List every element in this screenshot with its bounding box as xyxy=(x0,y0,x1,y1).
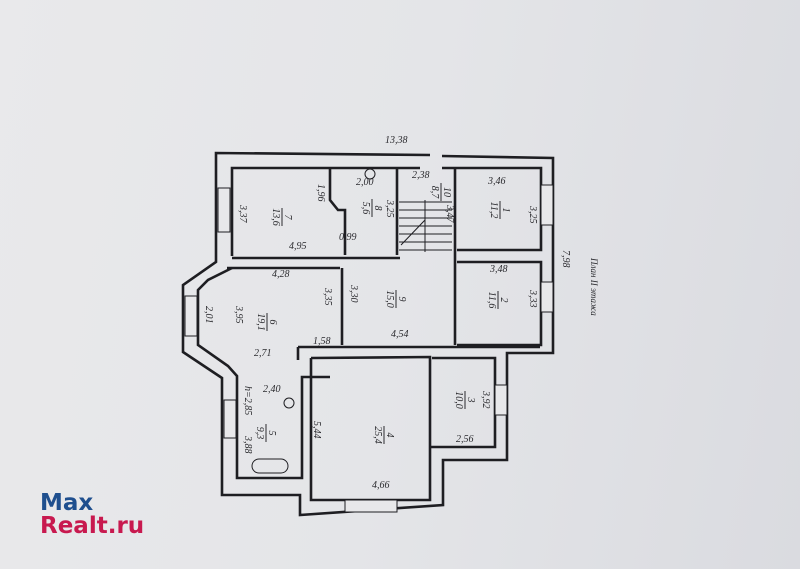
dimension: 5,44 xyxy=(311,421,322,439)
room-number: 6 xyxy=(267,320,278,325)
dimension: 4,54 xyxy=(391,329,409,340)
dimension: 4,66 xyxy=(372,480,390,491)
room-number: 5 xyxy=(266,431,277,436)
room-label: 425,4 xyxy=(372,426,395,444)
room-label: 713,6 xyxy=(270,208,293,226)
windows xyxy=(184,184,554,513)
room-label: 211,6 xyxy=(486,291,509,309)
logo-line-1: Max xyxy=(40,490,94,516)
dimension: 3,25 xyxy=(527,205,538,224)
dimension: 2,01 xyxy=(203,306,214,324)
overall-width: 13,38 xyxy=(385,135,408,146)
dimension: 1,58 xyxy=(313,336,331,347)
room-number: 4 xyxy=(384,433,395,438)
dimension: 3,47 xyxy=(444,204,455,224)
dimension: 3,25 xyxy=(384,199,395,218)
dimension: 3,92 xyxy=(480,390,491,409)
wall-7-8 xyxy=(328,168,347,255)
fixtures xyxy=(251,168,376,474)
dimension: 3,46 xyxy=(487,176,506,187)
room-area: 11,6 xyxy=(486,292,497,309)
room-label: 915,0 xyxy=(384,290,407,308)
room-label: 619,1 xyxy=(255,313,278,331)
logo-line-2: Realt.ru xyxy=(40,513,145,539)
dimension: 3,88 xyxy=(242,435,253,454)
room-area: 9,3 xyxy=(254,427,265,440)
room-area: 15,0 xyxy=(384,290,395,308)
outer-wall xyxy=(181,151,555,517)
dimension: 3,30 xyxy=(348,284,359,303)
sink-icon xyxy=(364,168,376,180)
walls xyxy=(181,151,555,517)
bathtub-icon xyxy=(251,458,289,474)
room-area: 10,0 xyxy=(453,391,464,409)
room-label: 310,0 xyxy=(453,391,476,409)
inner-wall xyxy=(196,166,420,480)
room-label: 108,7 xyxy=(429,183,452,201)
dimension: 3,33 xyxy=(527,289,538,308)
dimension: 2,56 xyxy=(456,434,474,445)
dimension: 2,40 xyxy=(263,384,281,395)
room-number: 8 xyxy=(372,206,383,211)
dimension: 3,95 xyxy=(233,305,244,324)
room-number: 1 xyxy=(500,208,511,213)
wall-bottom-row xyxy=(296,345,540,360)
dimension: 2,00 xyxy=(356,177,374,188)
dimension: 3,37 xyxy=(237,204,248,224)
room-label: 59,3 xyxy=(254,424,277,442)
room-area: 13,6 xyxy=(270,208,281,226)
dimension: 4,95 xyxy=(289,241,307,252)
room-area: 19,1 xyxy=(255,313,266,331)
room-labels: 713,6 85,6 108,7 111,2 915,0 211,6 619,1 425,4 3… xyxy=(254,183,511,444)
dimension: 2,38 xyxy=(412,170,430,181)
dimension: 4,28 xyxy=(272,269,290,280)
room-number: 3 xyxy=(465,397,476,403)
overall-depth: 7,98 xyxy=(560,250,571,268)
room-label: 111,2 xyxy=(488,201,511,219)
room-area: 25,4 xyxy=(372,426,383,444)
toilet-icon xyxy=(283,397,295,409)
plan-title: План II этажа xyxy=(589,257,599,316)
wall-room-4 xyxy=(309,355,497,502)
ceiling-height: h=2,85 xyxy=(242,386,253,415)
room-area: 5,6 xyxy=(360,202,371,215)
room-number: 2 xyxy=(498,298,509,303)
room-number: 9 xyxy=(396,297,407,302)
stairs xyxy=(399,200,452,252)
dimension: 3,35 xyxy=(322,287,333,306)
dimension: 0,99 xyxy=(339,232,357,243)
room-area: 8,7 xyxy=(429,186,440,200)
room-number: 7 xyxy=(282,215,293,221)
dimension: 2,71 xyxy=(254,348,272,359)
room-label: 85,6 xyxy=(360,199,383,217)
maxrealt-logo: Max Realt.ru xyxy=(40,492,144,538)
dimension: 1,96 xyxy=(315,184,326,202)
room-number: 10 xyxy=(441,187,452,197)
room-area: 11,2 xyxy=(488,202,499,219)
dimension: 3,48 xyxy=(489,264,508,275)
